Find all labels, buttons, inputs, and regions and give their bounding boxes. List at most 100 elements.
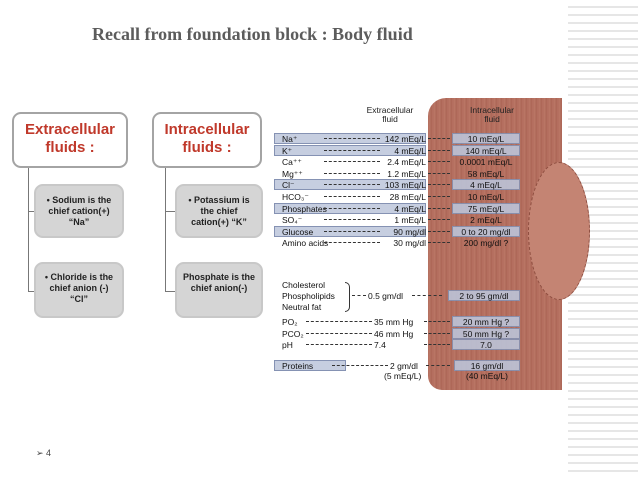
- extracellular-header-text: Extracellular fluids :: [24, 121, 116, 156]
- leader-line: [428, 231, 450, 232]
- row-icf-highlight: [452, 203, 520, 214]
- leader-line: [324, 150, 380, 151]
- sodium-text: • Sodium is the chief cation(+) “Na”: [46, 195, 112, 227]
- fluid-row: pH 7.4 7.0: [266, 339, 562, 350]
- row-icf-highlight: [452, 179, 520, 190]
- row-label: PCO₂: [282, 329, 304, 339]
- intracellular-header-text: Intracellular fluids :: [164, 121, 250, 156]
- leader-line: [428, 150, 450, 151]
- row-icf-highlight: [452, 339, 520, 350]
- extracellular-heading: Extracellular fluid: [366, 105, 414, 124]
- leader-line: [412, 295, 442, 296]
- fluid-composition-diagram: Extracellular fluid Intracellular fluid …: [266, 98, 590, 390]
- row-label: Amino acids: [282, 238, 329, 248]
- lipids-icf-highlight: [448, 290, 520, 301]
- connector-line: [165, 168, 176, 212]
- fluid-row: PCO₂ 46 mm Hg 50 mm Hg ?: [266, 328, 562, 339]
- connector-line: [28, 211, 35, 292]
- row-ecf-value: 46 mm Hg: [374, 329, 414, 339]
- row-icf-value: 7.0: [480, 340, 492, 350]
- row-icf-value: 50 mm Hg ?: [462, 329, 510, 339]
- row-icf-highlight: [452, 133, 520, 144]
- leader-line: [428, 196, 450, 197]
- row-ecf-value: 28 mEq/L: [389, 192, 426, 202]
- row-ecf-value: 90 mg/dl: [393, 227, 426, 237]
- leader-line: [324, 208, 380, 209]
- row-label: Mg⁺⁺: [282, 169, 303, 179]
- lipid-phospholipids: Phospholipids: [282, 291, 335, 301]
- row-icf-highlight: [452, 226, 520, 237]
- row-ecf-value: 35 mm Hg: [374, 317, 414, 327]
- leader-line: [324, 173, 380, 174]
- row-ecf-value: 1 mEq/L: [394, 215, 426, 225]
- row-icf-value: 200 mg/dl ?: [463, 238, 509, 248]
- row-ecf-value: 7.4: [374, 340, 386, 350]
- row-icf-value: 140 mEq/L: [465, 146, 507, 156]
- fluid-row: PO₂ 35 mm Hg 20 mm Hg ?: [266, 316, 562, 327]
- potassium-box: • Potassium is the chief cation(+) “K”: [175, 184, 263, 238]
- phosphate-box: Phosphate is the chief anion(-): [175, 262, 263, 318]
- leader-line: [324, 231, 380, 232]
- leader-line: [428, 219, 450, 220]
- row-label: PO₂: [282, 317, 298, 327]
- leader-line: [428, 173, 450, 174]
- row-label: pH: [282, 340, 293, 350]
- leader-line: [324, 196, 380, 197]
- chloride-text: • Chloride is the chief anion (-) “Cl”: [44, 272, 114, 304]
- leader-line: [324, 219, 380, 220]
- row-icf-value: 4 mEq/L: [470, 180, 502, 190]
- leader-line: [424, 321, 450, 322]
- proteins-icf-value: 16 gm/dl: [470, 361, 504, 371]
- extracellular-header: Extracellular fluids :: [12, 112, 128, 168]
- phosphate-text: Phosphate is the chief anion(-): [182, 272, 255, 293]
- intracellular-heading: Intracellular fluid: [470, 105, 514, 124]
- leader-line: [324, 138, 380, 139]
- leader-line: [428, 242, 450, 243]
- leader-line: [306, 333, 372, 334]
- lipid-cholesterol: Cholesterol: [282, 280, 325, 290]
- proteins-ecf-sub: (5 mEq/L): [384, 371, 422, 381]
- leader-line: [324, 161, 380, 162]
- row-ecf-value: 30 mg/dl: [393, 238, 426, 248]
- fluid-row: K⁺ 4 mEq/L 140 mEq/L: [266, 145, 562, 156]
- row-label: Phosphates: [282, 204, 327, 214]
- row-icf-value: 0.0001 mEq/L: [459, 157, 513, 167]
- proteins-ecf-value: 2 gm/dl: [390, 361, 418, 371]
- row-ecf-value: 4 mEq/L: [394, 146, 426, 156]
- leader-line: [424, 333, 450, 334]
- row-icf-value: 75 mEq/L: [467, 204, 505, 214]
- leader-line: [428, 208, 450, 209]
- row-label: Glucose: [282, 227, 314, 237]
- row-ecf-value: 103 mEq/L: [384, 180, 426, 190]
- leader-line: [428, 184, 450, 185]
- row-label: HCO₃⁻: [282, 192, 309, 202]
- leader-line: [352, 295, 366, 296]
- slide-title: Recall from foundation block : Body flui…: [92, 24, 413, 44]
- row-icf-value: 58 mEq/L: [467, 169, 505, 179]
- lipids-icf-value: 2 to 95 gm/dl: [459, 291, 509, 301]
- lipid-brace: [345, 282, 350, 312]
- leader-line: [306, 344, 372, 345]
- row-label: K⁺: [282, 146, 293, 156]
- proteins-icf-highlight: [454, 360, 520, 371]
- row-icf-highlight: [452, 328, 520, 339]
- row-ecf-value: 2.4 mEq/L: [387, 157, 426, 167]
- potassium-text: • Potassium is the chief cation(+) “K”: [188, 195, 250, 227]
- lipid-neutral-fat: Neutral fat: [282, 302, 322, 312]
- leader-line: [428, 161, 450, 162]
- cell-nucleus: [528, 162, 590, 300]
- fluid-row: Phosphates 4 mEq/L 75 mEq/L: [266, 203, 562, 214]
- proteins-label: Proteins: [282, 361, 314, 371]
- row-label: Na⁺: [282, 134, 298, 144]
- connector-line: [165, 211, 176, 292]
- row-icf-value: 20 mm Hg ?: [462, 317, 510, 327]
- row-label: SO₄⁻: [282, 215, 303, 225]
- proteins-icf-sub: (40 mEq/L): [465, 371, 509, 381]
- row-ecf-value: 4 mEq/L: [394, 204, 426, 214]
